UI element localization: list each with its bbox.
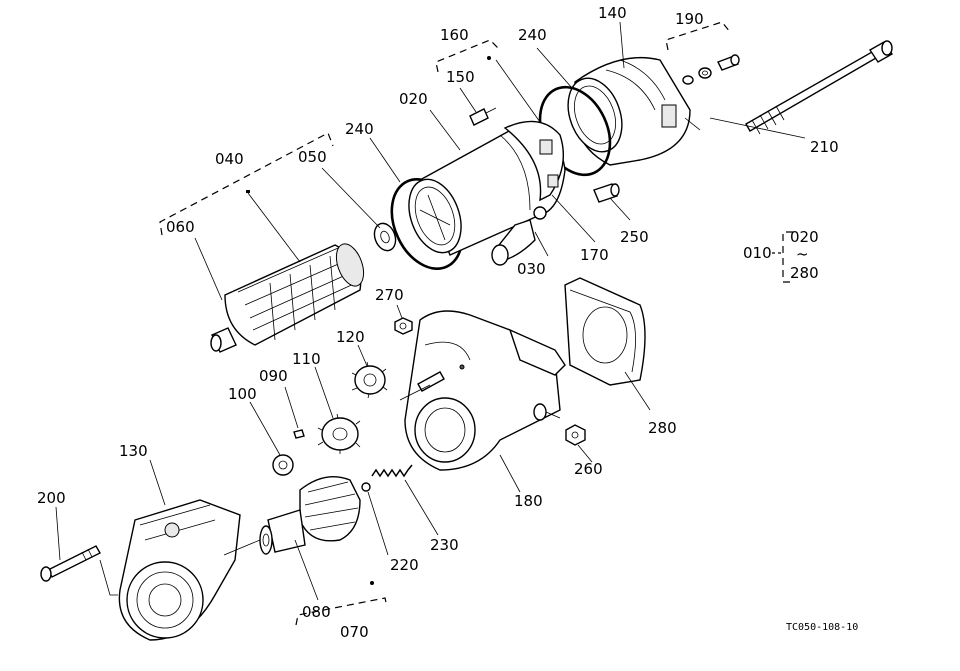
label-220: 220 [390, 556, 419, 574]
label-210: 210 [810, 138, 839, 156]
label-280: 280 [648, 419, 677, 437]
label-150: 150 [446, 68, 475, 86]
label-270: 270 [375, 286, 404, 304]
part-210-through-bolt [745, 40, 893, 135]
range-bracket-160 [435, 39, 499, 73]
part-100-needle-bearing [272, 454, 294, 476]
range-bracket-010 [772, 231, 793, 283]
label-100: 100 [228, 385, 257, 403]
label-130: 130 [119, 442, 148, 460]
leader-lines [55, 21, 806, 601]
part-050-bearing [373, 222, 397, 252]
part-110-reduction-gear [317, 413, 361, 454]
label-260: 260 [574, 460, 603, 478]
range-bracket-190 [665, 21, 731, 51]
label-190: 190 [675, 10, 704, 28]
part-190-screw-washers [682, 54, 740, 85]
label-050: 050 [298, 148, 327, 166]
label-230: 230 [430, 536, 459, 554]
gear-shaft-pin [417, 371, 445, 392]
part-180-drive-housing [404, 310, 566, 471]
part-080-pinion-clutch [259, 476, 361, 555]
part-labels: 140 190 160 240 150 020 240 210 040 050 … [37, 4, 858, 641]
part-120-idler-gear [351, 361, 388, 399]
part-060-armature [210, 243, 365, 353]
label-120: 120 [336, 328, 365, 346]
part-250-bushing [593, 183, 620, 203]
label-040: 040 [215, 150, 244, 168]
part-200-bolt [40, 545, 101, 582]
range-bracket-040 [159, 132, 334, 236]
label-090: 090 [259, 367, 288, 385]
drawing-code: TC050-108-10 [786, 622, 858, 633]
part-270-nut [394, 317, 413, 335]
label-140: 140 [598, 4, 627, 22]
part-280-gasket [564, 277, 646, 386]
label-170: 170 [580, 246, 609, 264]
label-080: 080 [302, 603, 331, 621]
stud-bolt [533, 403, 561, 421]
label-240-top: 240 [518, 26, 547, 44]
part-150-screw [469, 107, 497, 126]
label-020-range-start: 020 [790, 228, 819, 246]
label-030: 030 [517, 260, 546, 278]
label-070: 070 [340, 623, 369, 641]
label-160: 160 [440, 26, 469, 44]
part-130-front-bracket [118, 499, 241, 641]
label-240-left: 240 [345, 120, 374, 138]
label-010: 010 [743, 244, 772, 262]
label-250: 250 [620, 228, 649, 246]
label-280-range-end: 280 [790, 264, 819, 282]
part-260-nut [565, 424, 586, 446]
part-020-yoke [408, 120, 566, 266]
part-230-spring [371, 464, 413, 478]
range-bracket-070 [295, 581, 388, 626]
label-110: 110 [292, 350, 321, 368]
label-020: 020 [399, 90, 428, 108]
part-140-rear-cover [567, 56, 691, 166]
label-200: 200 [37, 489, 66, 507]
label-060: 060 [166, 218, 195, 236]
part-090-pin [293, 429, 305, 439]
label-180: 180 [514, 492, 543, 510]
part-220-steel-ball [361, 482, 371, 492]
range-tilde: ~ [796, 245, 809, 263]
